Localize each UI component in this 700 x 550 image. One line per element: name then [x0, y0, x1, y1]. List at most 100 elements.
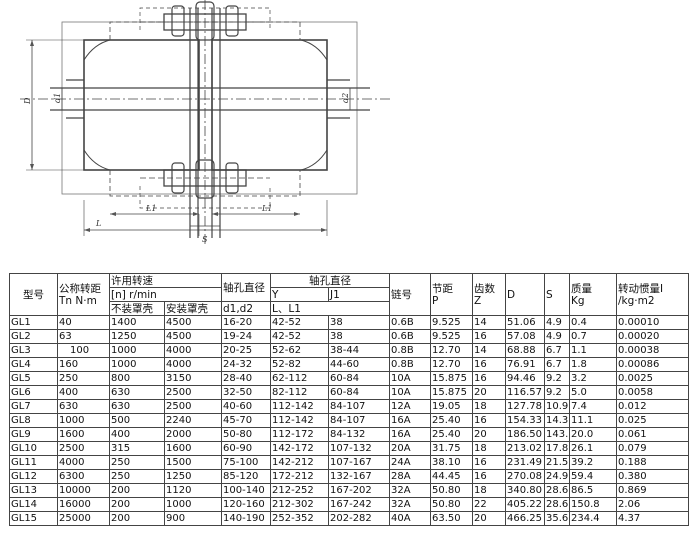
header-length-sub: L、L1 — [270, 301, 390, 316]
cell-pitch: 63.50 — [430, 511, 473, 526]
table-header-row-2: [n] r/min Y J1 — [10, 287, 689, 302]
cell-speed-with-cover: 3150 — [164, 371, 222, 386]
cell-teeth: 16 — [472, 371, 506, 386]
cell-teeth: 20 — [472, 427, 506, 442]
cell-S: 14.3 — [544, 413, 570, 428]
cell-mass: 5.0 — [569, 385, 617, 400]
cell-D: 270.08 — [505, 469, 545, 484]
cell-speed-no-cover: 315 — [109, 441, 165, 456]
header-torque-unit: Tn N·m — [59, 294, 97, 307]
cell-D: 57.08 — [505, 329, 545, 344]
cell-torque: 10000 — [57, 483, 110, 498]
cell-model: GL5 — [9, 371, 58, 386]
cell-length-j1: 167-242 — [328, 497, 390, 512]
cell-model: GL6 — [9, 385, 58, 400]
cell-S: 9.2 — [544, 385, 570, 400]
cell-pitch: 44.45 — [430, 469, 473, 484]
cell-S: 4.9 — [544, 315, 570, 330]
cell-teeth: 18 — [472, 441, 506, 456]
cell-mass: 1.8 — [569, 357, 617, 372]
cell-D: 154.33 — [505, 413, 545, 428]
cell-D: 116.57 — [505, 385, 545, 400]
dim-d2-label: d2 — [341, 93, 350, 103]
cell-S: 17.8 — [544, 441, 570, 456]
cell-speed-no-cover: 200 — [109, 483, 165, 498]
right-hub — [211, 39, 328, 171]
cell-D: 213.02 — [505, 441, 545, 456]
cell-length-y: 82-112 — [270, 385, 329, 400]
header-inertia-unit: /kg·m2 — [618, 294, 655, 307]
cell-speed-no-cover: 1000 — [109, 357, 165, 372]
dim-L1-right-label: L1 — [261, 204, 272, 213]
cell-length-y: 252-352 — [270, 511, 329, 526]
cell-speed-no-cover: 200 — [109, 511, 165, 526]
cell-speed-no-cover: 630 — [109, 385, 165, 400]
header-teeth-unit: Z — [474, 294, 482, 307]
header-chain: 链号 — [389, 273, 431, 316]
cell-bore: 32-50 — [221, 385, 271, 400]
header-torque-title: 公称转距 — [59, 282, 101, 295]
cell-torque: 100 — [57, 343, 110, 358]
cell-torque: 400 — [57, 385, 110, 400]
cell-model: GL9 — [9, 427, 58, 442]
cell-D: 127.78 — [505, 399, 545, 414]
cell-S: 4.9 — [544, 329, 570, 344]
cell-chain: 16A — [389, 413, 431, 428]
cell-length-y: 42-52 — [270, 315, 329, 330]
cell-length-j1: 107-132 — [328, 441, 390, 456]
cell-length-j1: 202-282 — [328, 511, 390, 526]
dim-L1-left-label: L1 — [145, 204, 156, 213]
header-bore-sub: d1,d2 — [221, 301, 271, 316]
cell-D: 68.88 — [505, 343, 545, 358]
cell-teeth: 14 — [472, 315, 506, 330]
cell-mass: 11.1 — [569, 413, 617, 428]
cell-mass: 39.2 — [569, 455, 617, 470]
cell-D: 51.06 — [505, 315, 545, 330]
cell-speed-with-cover: 1000 — [164, 497, 222, 512]
cell-model: GL4 — [9, 357, 58, 372]
cell-bore: 75-100 — [221, 455, 271, 470]
header-length-j1: J1 — [328, 287, 390, 302]
cell-pitch: 9.525 — [430, 315, 473, 330]
cell-mass: 7.4 — [569, 399, 617, 414]
cell-bore: 120-160 — [221, 497, 271, 512]
cell-inertia: 0.869 — [616, 483, 689, 498]
cell-model: GL7 — [9, 399, 58, 414]
cell-speed-no-cover: 1400 — [109, 315, 165, 330]
cell-length-j1: 84-107 — [328, 413, 390, 428]
header-length: 轴孔直径 — [270, 273, 390, 288]
cell-inertia: 0.061 — [616, 427, 689, 442]
cell-teeth: 16 — [472, 329, 506, 344]
cell-chain: 0.8B — [389, 343, 431, 358]
cell-inertia: 0.025 — [616, 413, 689, 428]
cell-chain: 0.6B — [389, 329, 431, 344]
left-hub — [83, 39, 200, 171]
cell-D: 186.50 — [505, 427, 545, 442]
cell-speed-with-cover: 900 — [164, 511, 222, 526]
cell-inertia: 4.37 — [616, 511, 689, 526]
cell-model: GL3 — [9, 343, 58, 358]
cell-mass: 3.2 — [569, 371, 617, 386]
cell-speed-no-cover: 1250 — [109, 329, 165, 344]
cell-mass: 59.4 — [569, 469, 617, 484]
cell-pitch: 15.875 — [430, 385, 473, 400]
cell-chain: 24A — [389, 455, 431, 470]
cell-speed-with-cover: 4000 — [164, 357, 222, 372]
cell-length-y: 42-52 — [270, 329, 329, 344]
dim-D-label: D — [23, 97, 32, 105]
cell-speed-with-cover: 2000 — [164, 427, 222, 442]
cell-bore: 40-60 — [221, 399, 271, 414]
cell-chain: 20A — [389, 441, 431, 456]
cell-bore: 50-80 — [221, 427, 271, 442]
cell-length-j1: 84-107 — [328, 399, 390, 414]
cell-chain: 0.6B — [389, 315, 431, 330]
